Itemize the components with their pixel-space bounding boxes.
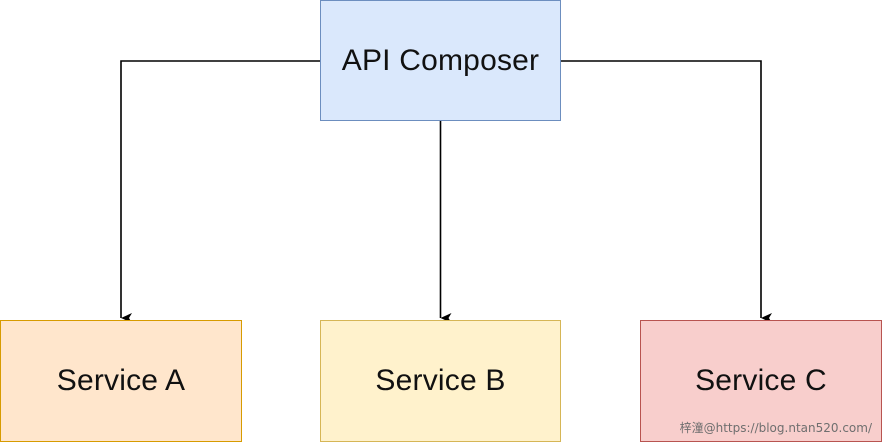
watermark: 梓潼@https://blog.ntan520.com/	[679, 421, 872, 435]
service-c-label: Service C	[695, 364, 827, 397]
service-b-node: Service B	[320, 320, 561, 442]
service-a-node: Service A	[0, 320, 242, 442]
api-composer-label: API Composer	[341, 43, 540, 77]
edge-composer-to-service-a	[120, 60, 320, 323]
api-composer-node: API Composer	[320, 0, 561, 121]
service-c-node: Service C	[640, 320, 882, 442]
service-a-label: Service A	[56, 364, 186, 397]
service-b-label: Service B	[375, 364, 506, 397]
edge-composer-to-service-c	[561, 60, 772, 323]
